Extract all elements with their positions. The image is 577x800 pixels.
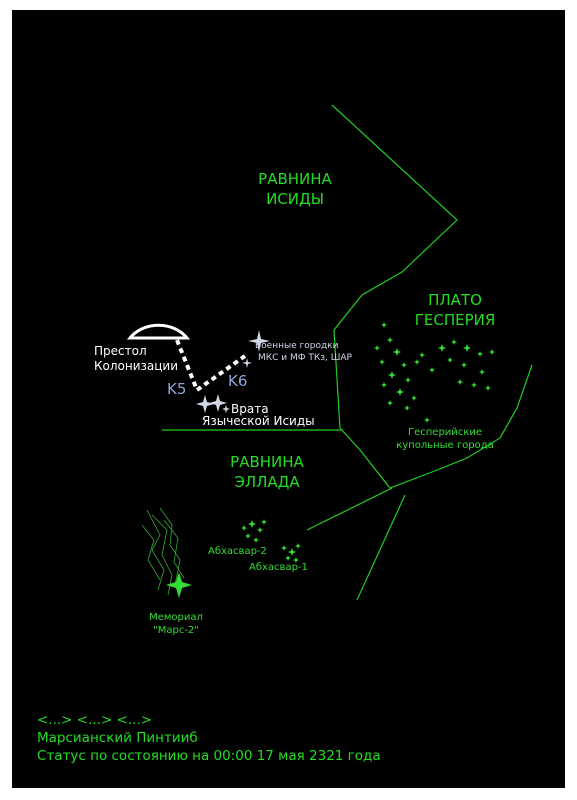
throne-label-line2: Колонизации (94, 359, 178, 373)
region-hesperia-line1: ПЛАТО (428, 291, 482, 309)
star-icon (242, 358, 252, 368)
gate-label-line1: Врата (231, 402, 269, 416)
military-label-line2: МКС и МФ ТКз, ШАР (258, 353, 353, 363)
border-hellas-southeast (356, 494, 406, 601)
region-borders (162, 104, 533, 601)
star-icon (387, 337, 393, 343)
gate-stars (196, 394, 230, 413)
star-icon (393, 348, 401, 356)
military-label-line1: Военные городки (255, 341, 339, 351)
star-icon (285, 555, 291, 561)
star-icon (477, 351, 483, 357)
star-icon (222, 405, 230, 413)
abkhasvar1-label: Абхасвар-1 (249, 562, 308, 573)
star-icon (396, 388, 404, 396)
star-icon (288, 548, 296, 556)
star-icon (457, 379, 463, 385)
star-icon (404, 405, 410, 411)
star-icon (241, 525, 247, 531)
border-hesperia-south (339, 364, 533, 489)
star-icon (489, 349, 495, 355)
region-isida-line2: ИСИДЫ (266, 190, 324, 208)
memorial-wreckage-icon (141, 507, 185, 596)
star-icon (405, 377, 411, 383)
memorial-label-line1: Мемориал (149, 612, 203, 623)
star-icon (485, 385, 491, 391)
map-legend-footer: <...> <...> <...> Марсианский Пинтииб Ст… (37, 711, 381, 765)
star-icon (261, 519, 267, 525)
star-icon (451, 339, 457, 345)
star-icon (253, 537, 259, 543)
hesperian-city-stars (374, 322, 495, 423)
throne-dome-icon (126, 323, 191, 340)
star-icon (257, 527, 263, 533)
region-isida-line1: РАВНИНА (258, 170, 332, 188)
star-icon (248, 330, 270, 352)
star-icon (388, 371, 396, 379)
map-canvas: РАВНИНА ИСИДЫ ПЛАТО ГЕСПЕРИЯ РАВНИНА ЭЛЛ… (94, 104, 533, 636)
star-icon (424, 417, 430, 423)
throne-label-line1: Престол (94, 344, 147, 358)
route-k5-label: K5 (167, 380, 186, 398)
star-icon (381, 322, 387, 328)
abkhasvar2-label: Абхасвар-2 (208, 546, 267, 557)
star-icon (479, 369, 485, 375)
star-icon (411, 395, 417, 401)
star-icon (429, 367, 435, 373)
star-icon (438, 344, 446, 352)
memorial-label-line2: "Марс-2" (153, 625, 199, 636)
star-icon (471, 382, 477, 388)
star-icon (248, 520, 256, 528)
region-hellas-line1: РАВНИНА (230, 453, 304, 471)
star-icon (281, 545, 287, 551)
star-icon (374, 345, 380, 351)
border-hellas-east (306, 487, 393, 531)
star-icon (447, 357, 453, 363)
star-icon (381, 382, 387, 388)
star-icon (196, 395, 214, 413)
abkhasvar-stars (241, 519, 301, 563)
footer-line-3: Статус по состоянию на 00:00 17 мая 2321… (37, 748, 381, 764)
route-k6 (195, 354, 247, 392)
border-isida-hesperia-north (331, 104, 458, 429)
footer-line-1: <...> <...> <...> (37, 712, 153, 728)
star-icon (463, 344, 471, 352)
map-frame: РАВНИНА ИСИДЫ ПЛАТО ГЕСПЕРИЯ РАВНИНА ЭЛЛ… (12, 10, 565, 788)
star-icon (245, 533, 251, 539)
region-hesperia-line2: ГЕСПЕРИЯ (415, 311, 496, 329)
star-icon (387, 400, 393, 406)
hesperian-label-line1: Гесперийские (408, 427, 482, 438)
star-icon (401, 362, 407, 368)
star-icon (379, 359, 385, 365)
military-towns-stars (242, 330, 270, 368)
star-icon (295, 543, 301, 549)
gate-label-line2: Языческой Исиды (202, 414, 315, 428)
memorial-star-icon (166, 572, 192, 598)
star-icon (293, 557, 299, 563)
star-icon (209, 394, 227, 412)
footer-line-2: Марсианский Пинтииб (37, 730, 198, 746)
region-hellas-line2: ЭЛЛАДА (234, 473, 300, 491)
star-icon (461, 362, 467, 368)
hesperian-label-line2: купольные города (396, 440, 494, 451)
star-icon (419, 352, 425, 358)
route-k6-label: K6 (228, 372, 247, 390)
star-icon (414, 359, 420, 365)
